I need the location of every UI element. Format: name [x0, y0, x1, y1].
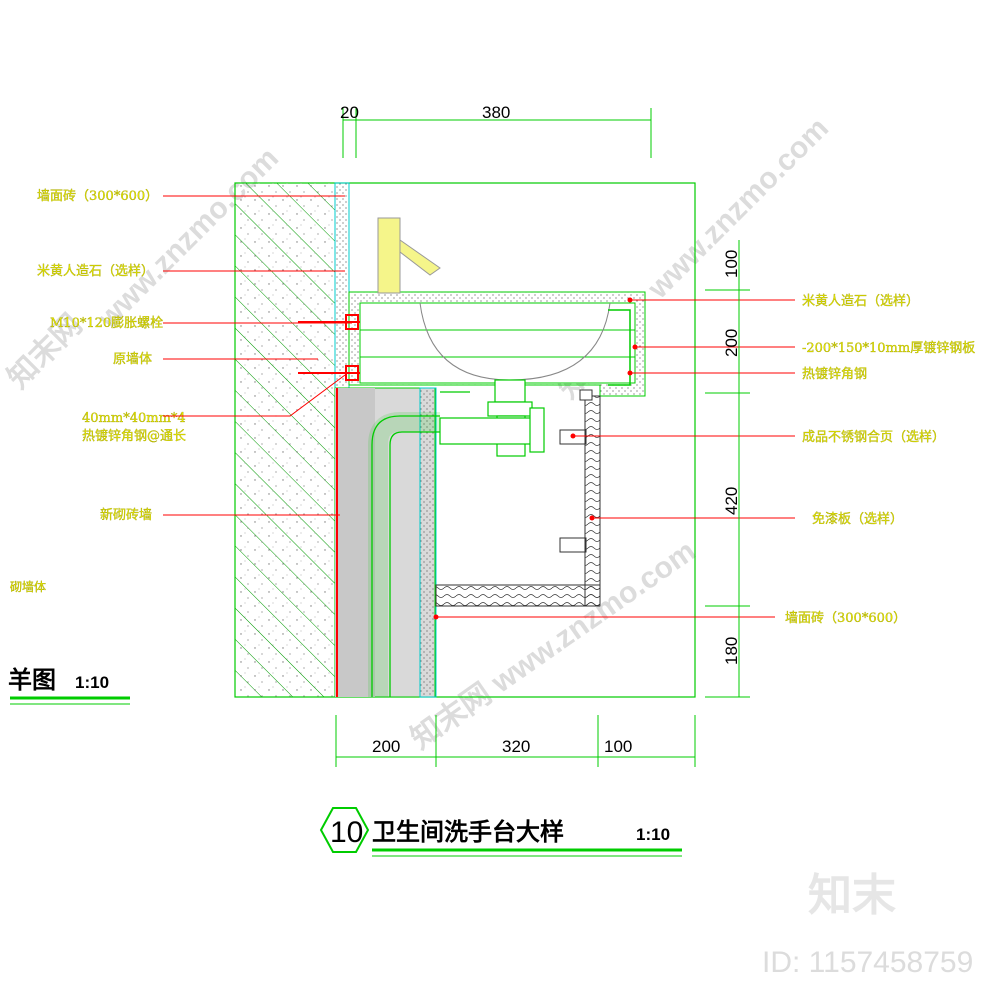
left-annotations: 墙面砖（300*600） 米黄人造石（选样） M10*120膨胀螺栓 原墙体 4… [10, 189, 352, 594]
expansion-bolts [298, 314, 360, 381]
label-brick-wall: 新砌砖墙 [100, 507, 152, 523]
dim-right-180: 180 [722, 637, 741, 665]
drain-pipe [368, 412, 440, 697]
dim-top-left: 20 [340, 103, 359, 122]
watermark-mixed: 知末网 www.znzmo.com [405, 534, 702, 755]
dim-top-main: 380 [482, 103, 510, 122]
label-angle-steel-1: 40mm*40mm*4 [82, 411, 186, 426]
drawing-title: 10 卫生间洗手台大样 1:10 [319, 807, 682, 857]
original-wall [234, 182, 336, 698]
label-quartz-right: 米黄人造石（选样） [802, 294, 919, 309]
dim-bottom-200: 200 [372, 737, 400, 756]
prev-title-scale: 1:10 [75, 673, 109, 692]
brand-logo-text: 知末 [808, 870, 896, 921]
prev-title-text: 羊图 [8, 666, 56, 694]
dimension-right: 100 200 420 180 [705, 240, 750, 698]
label-expansion-bolt: M10*120膨胀螺栓 [50, 316, 163, 331]
label-paint-free-board: 免漆板（选样） [812, 511, 903, 527]
label-hinge: 成品不锈钢合页（选样） [802, 430, 945, 445]
title-scale: 1:10 [636, 825, 670, 844]
title-text: 卫生间洗手台大样 [372, 818, 564, 846]
dim-bottom-100: 100 [604, 737, 632, 756]
dimension-top: 20 380 [340, 103, 652, 158]
label-wall-tile: 墙面砖（300*600） [37, 189, 158, 204]
label-edge-text: 砌墙体 [10, 580, 46, 594]
label-quartz-left: 米黄人造石（选样） [37, 264, 154, 279]
title-number-badge [319, 807, 370, 853]
sink-trap [439, 379, 545, 457]
dimension-bottom: 200 320 100 [335, 715, 696, 767]
new-brick-wall [334, 387, 437, 698]
dim-right-200: 200 [722, 329, 741, 357]
dim-right-420: 420 [722, 487, 741, 515]
dim-right-100: 100 [722, 250, 741, 278]
label-galvanized-angle: 热镀锌角钢 [802, 366, 867, 382]
label-steel-plate: -200*150*10mm厚镀锌钢板 [802, 340, 975, 356]
dim-bottom-320: 320 [502, 737, 530, 756]
label-angle-steel-2: 热镀锌角钢@通长 [82, 428, 186, 444]
cabinet-door [435, 389, 601, 607]
title-number: 10 [330, 816, 363, 849]
label-wall-tile-right: 墙面砖（300*600） [785, 611, 906, 626]
label-original-wall: 原墙体 [113, 352, 152, 367]
faucet [377, 217, 441, 294]
image-id: ID: 1157458759 [762, 946, 973, 979]
countertop [348, 291, 646, 397]
previous-title: 羊图 1:10 [8, 666, 130, 705]
wall-tile-upper [334, 182, 350, 389]
right-annotations: 米黄人造石（选样） -200*150*10mm厚镀锌钢板 热镀锌角钢 成品不锈钢… [433, 294, 975, 626]
